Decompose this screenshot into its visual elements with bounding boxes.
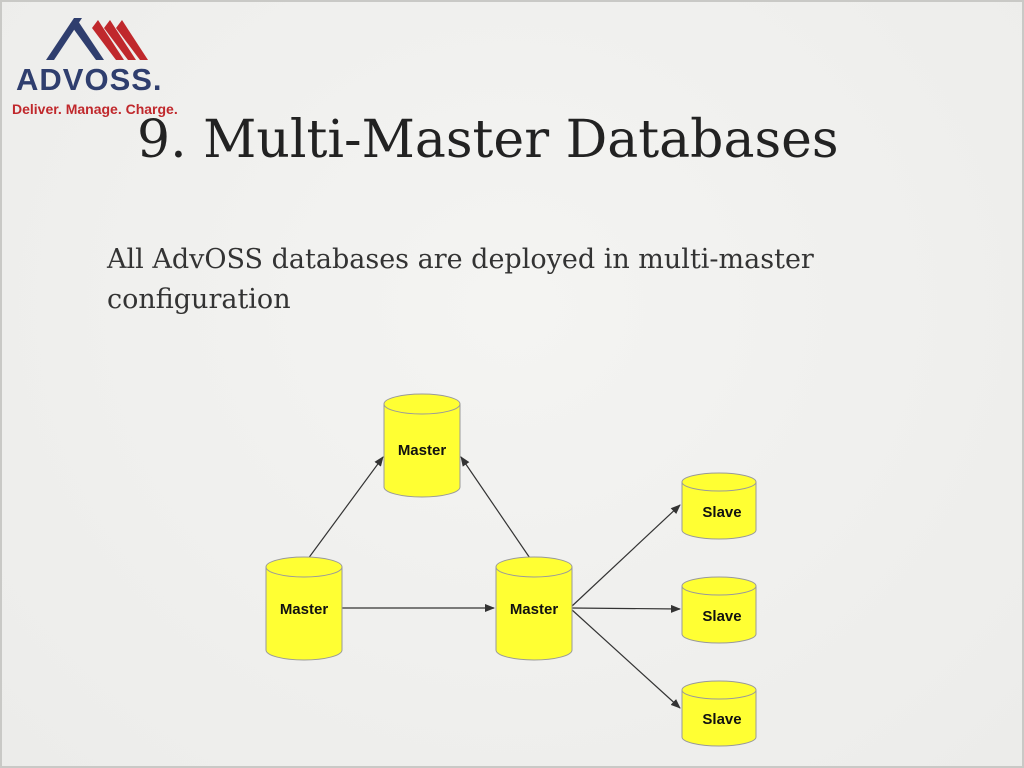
slide-title: 9. Multi-Master Databases <box>137 110 839 170</box>
arrow-right-master-to-slave-2 <box>570 604 681 613</box>
slave-db-1: Slave <box>681 472 757 540</box>
arrow-left-master-to-top-master <box>301 456 384 568</box>
slave-db-1-label: Slave <box>702 504 741 521</box>
slave-db-2-label: Slave <box>702 608 741 625</box>
advoss-logo-mark-icon <box>46 18 148 60</box>
arrow-right-master-to-slave-3 <box>570 608 681 709</box>
slide-body-text: All AdvOSS databases are deployed in mul… <box>107 244 814 315</box>
master-db-top-label: Master <box>398 442 447 459</box>
logo-wordmark: ADVOSS. <box>16 62 163 97</box>
master-db-left-label: Master <box>280 601 329 618</box>
master-db-right-label: Master <box>510 601 559 618</box>
slave-db-3-label: Slave <box>702 711 741 728</box>
slave-db-2: Slave <box>681 576 757 644</box>
logo-tagline: Deliver. Manage. Charge. <box>12 101 178 117</box>
master-db-top: Master <box>383 393 461 498</box>
arrow-right-master-to-slave-1 <box>570 504 681 608</box>
slave-db-3: Slave <box>681 680 757 747</box>
advoss-logo: ADVOSS. Deliver. Manage. Charge. <box>8 10 198 125</box>
master-db-left: Master <box>265 556 343 661</box>
diagram-arrows <box>301 456 681 709</box>
master-db-right: Master <box>495 556 573 661</box>
arrow-right-master-to-top-master <box>460 456 537 568</box>
